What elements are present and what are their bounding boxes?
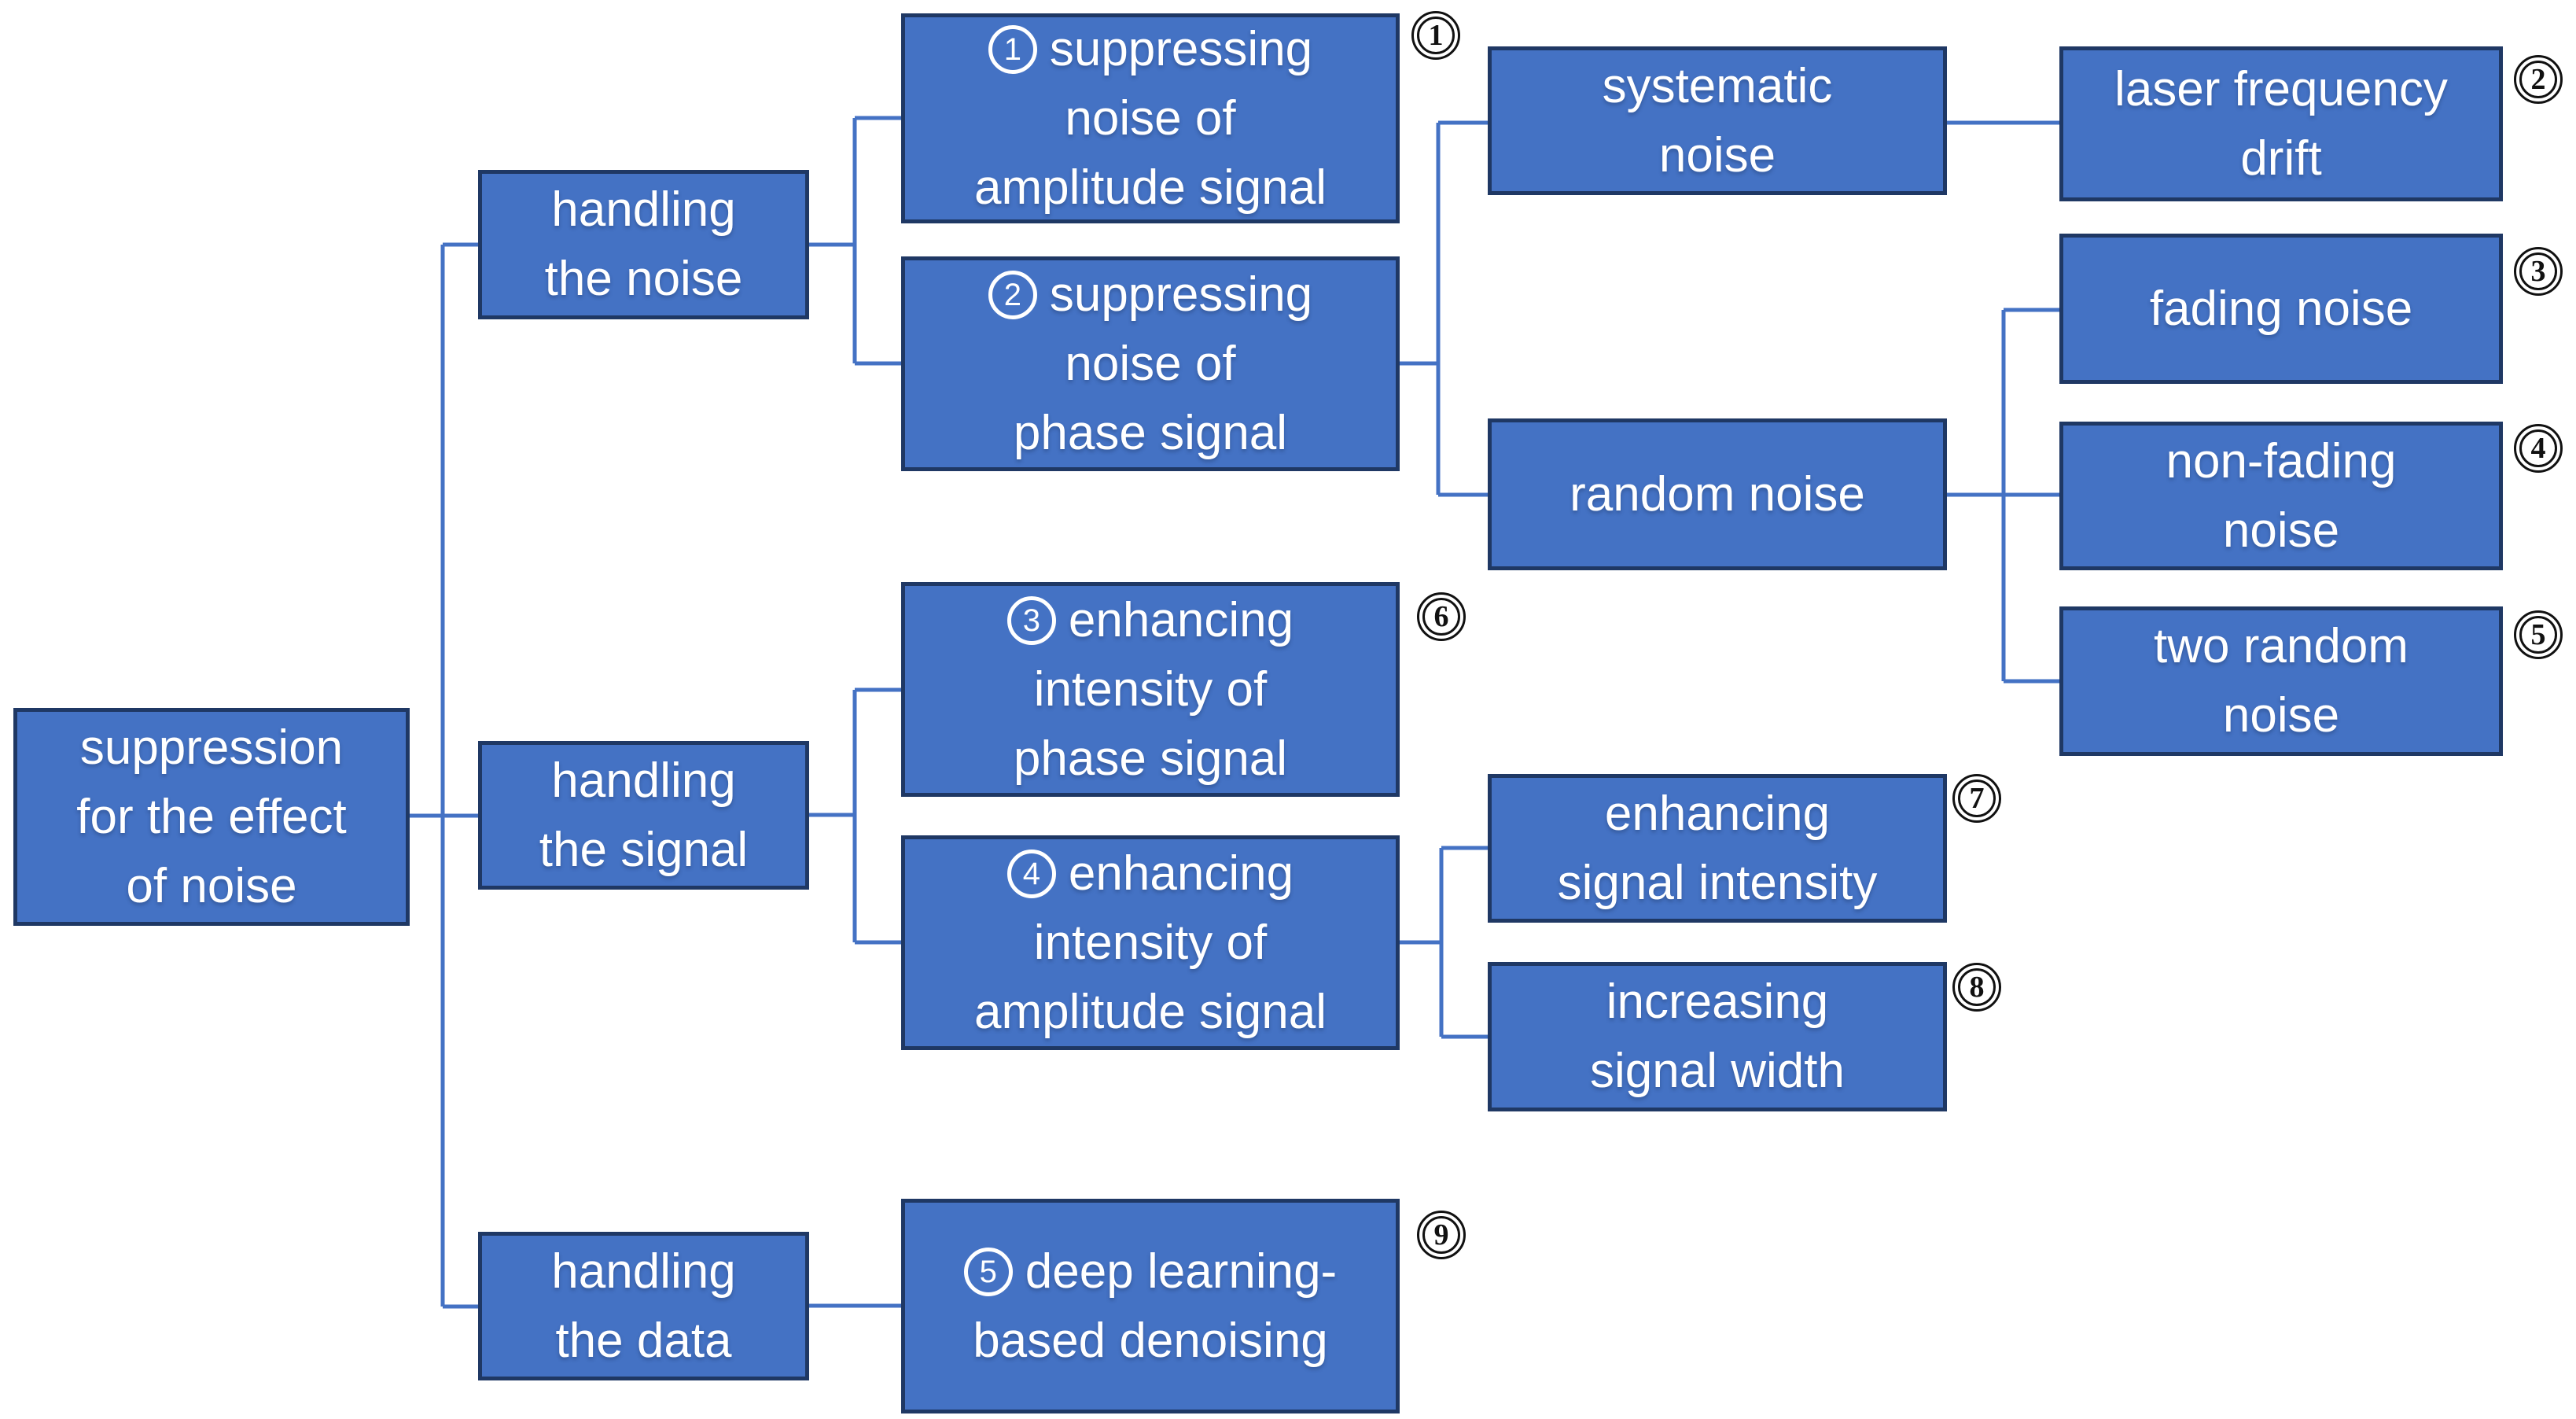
node-suppression-root: suppression for the effect of noise bbox=[13, 708, 410, 926]
node-text: drift bbox=[2240, 131, 2322, 186]
annotation-circled-2-icon: 2 bbox=[2514, 55, 2563, 104]
node-text: the noise bbox=[544, 252, 743, 306]
circled-digit-icon: 5 bbox=[963, 1247, 1013, 1296]
node-laser-frequency-drift: laser frequency drift bbox=[2059, 46, 2503, 201]
node-text: non-fading bbox=[2166, 433, 2397, 488]
node-text: the data bbox=[555, 1313, 732, 1368]
node-text: signal width bbox=[1590, 1044, 1845, 1098]
node-enhancing-signal-intensity: enhancing signal intensity bbox=[1488, 774, 1947, 923]
node-text: 5 deep learning- bbox=[963, 1237, 1338, 1307]
elbow-connectors bbox=[410, 116, 2059, 1309]
circled-digit-icon: 1 bbox=[988, 24, 1037, 74]
annotation-circled-7-icon: 7 bbox=[1952, 774, 2001, 823]
node-text: noise of bbox=[1065, 90, 1236, 146]
node-non-fading-noise: non-fading noise bbox=[2059, 422, 2503, 570]
node-text: based denoising bbox=[973, 1313, 1328, 1368]
node-handling-the-noise: handling the noise bbox=[478, 170, 809, 319]
node-text: two random bbox=[2154, 619, 2409, 673]
node-systematic-noise: systematic noise bbox=[1488, 46, 1947, 195]
node-text: amplitude signal bbox=[973, 160, 1327, 215]
node-random-noise: random noise bbox=[1488, 418, 1947, 570]
circled-digit-icon: 4 bbox=[1006, 849, 1056, 898]
node-text: suppressing bbox=[1049, 267, 1313, 322]
node-handling-the-data: handling the data bbox=[478, 1232, 809, 1380]
node-fading-noise: fading noise bbox=[2059, 234, 2503, 384]
node-enhancing-intensity-phase: 3 enhancing intensity of phase signal bbox=[901, 582, 1400, 797]
node-text: deep learning- bbox=[1025, 1244, 1338, 1299]
node-text: the signal bbox=[539, 822, 749, 877]
node-text: noise of bbox=[1065, 336, 1236, 391]
node-text: handling bbox=[551, 1244, 736, 1299]
node-text: intensity of bbox=[1033, 915, 1268, 970]
circled-digit-icon: 3 bbox=[1006, 595, 1056, 645]
node-text: noise bbox=[1658, 127, 1776, 182]
node-enhancing-intensity-amplitude: 4 enhancing intensity of amplitude signa… bbox=[901, 835, 1400, 1050]
annotation-circled-8-icon: 8 bbox=[1952, 963, 2001, 1012]
annotation-circled-4-icon: 4 bbox=[2514, 424, 2563, 473]
node-text: phase signal bbox=[1013, 731, 1288, 786]
node-text: phase signal bbox=[1013, 405, 1288, 460]
node-text: of noise bbox=[126, 858, 297, 913]
node-text: signal intensity bbox=[1557, 855, 1878, 910]
node-suppressing-noise-amplitude: 1 suppressing noise of amplitude signal bbox=[901, 13, 1400, 223]
annotation-circled-1-icon: 1 bbox=[1411, 11, 1460, 60]
node-text: handling bbox=[551, 182, 736, 237]
node-text: 2 suppressing bbox=[988, 260, 1312, 330]
node-text: enhancing bbox=[1604, 786, 1831, 841]
annotation-circled-5-icon: 5 bbox=[2514, 610, 2563, 659]
node-text: amplitude signal bbox=[973, 984, 1327, 1039]
node-text: suppression bbox=[79, 720, 344, 775]
node-text: laser frequency bbox=[2114, 61, 2448, 116]
circled-digit-icon: 2 bbox=[988, 270, 1037, 319]
node-increasing-signal-width: increasing signal width bbox=[1488, 962, 1947, 1111]
node-text: enhancing bbox=[1068, 592, 1294, 647]
annotation-circled-3-icon: 3 bbox=[2514, 247, 2563, 296]
node-text: intensity of bbox=[1033, 662, 1268, 717]
node-text: random noise bbox=[1570, 466, 1865, 522]
node-text: suppressing bbox=[1049, 21, 1313, 76]
annotation-circled-6-icon: 6 bbox=[1417, 592, 1466, 641]
node-text: enhancing bbox=[1068, 846, 1294, 901]
node-text: 1 suppressing bbox=[988, 15, 1312, 84]
node-deep-learning-denoising: 5 deep learning- based denoising bbox=[901, 1199, 1400, 1413]
annotation-circled-9-icon: 9 bbox=[1417, 1211, 1466, 1259]
node-text: systematic bbox=[1602, 58, 1833, 113]
node-handling-the-signal: handling the signal bbox=[478, 741, 809, 890]
node-text: handling bbox=[551, 753, 736, 808]
node-text: 4 enhancing bbox=[1006, 839, 1294, 909]
node-text: for the effect bbox=[76, 789, 347, 844]
node-text: noise bbox=[2222, 688, 2340, 743]
node-suppressing-noise-phase: 2 suppressing noise of phase signal bbox=[901, 256, 1400, 471]
node-two-random-noise: two random noise bbox=[2059, 606, 2503, 756]
node-text: fading noise bbox=[2149, 281, 2413, 336]
node-text: increasing bbox=[1606, 975, 1829, 1029]
node-text: noise bbox=[2222, 503, 2340, 558]
node-text: 3 enhancing bbox=[1006, 586, 1294, 655]
